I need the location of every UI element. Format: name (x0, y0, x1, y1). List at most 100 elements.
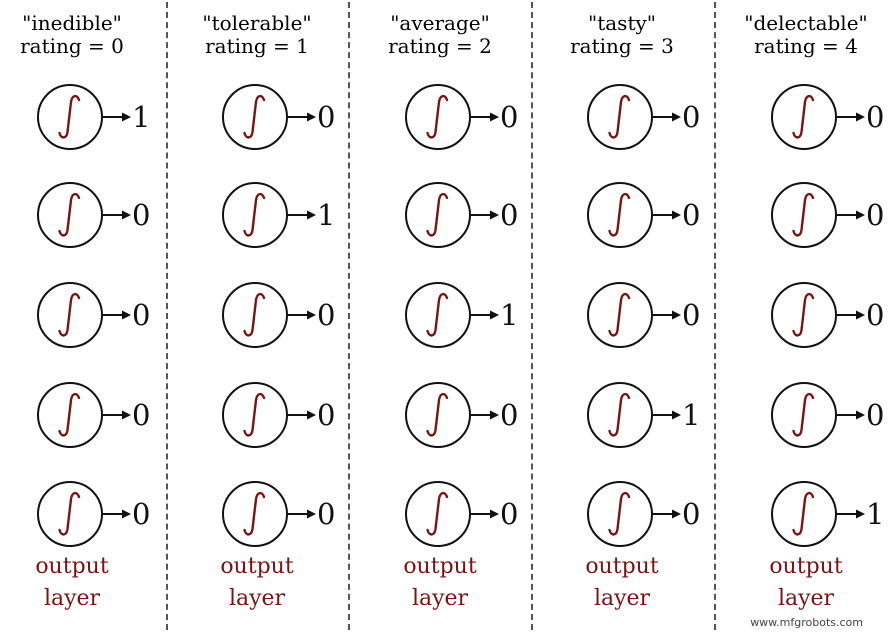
output-arrow-icon (288, 509, 316, 519)
column-title: "tasty"rating = 3 (537, 12, 707, 58)
output-arrow-icon (471, 310, 499, 320)
sigmoid-neuron (222, 182, 288, 248)
output-value: 0 (500, 100, 519, 134)
column-title: "delectable"rating = 4 (721, 12, 891, 58)
output-value: 0 (866, 398, 885, 432)
output-arrow-icon (103, 509, 131, 519)
sigmoid-neuron (771, 84, 837, 150)
rating-value: rating = 4 (754, 34, 858, 58)
sigmoid-neuron (222, 382, 288, 448)
sigmoid-neuron (405, 382, 471, 448)
integral-sigmoid-icon (243, 491, 266, 536)
integral-sigmoid-icon (608, 292, 631, 337)
column-divider (714, 2, 716, 630)
integral-sigmoid-icon (426, 192, 449, 237)
output-value: 0 (132, 298, 151, 332)
output-value: 1 (132, 100, 151, 134)
output-value: 0 (500, 497, 519, 531)
output-value: 0 (866, 198, 885, 232)
integral-sigmoid-icon (426, 392, 449, 437)
integral-sigmoid-icon (608, 192, 631, 237)
column-divider (166, 2, 168, 630)
layer-label: output layer (0, 551, 157, 615)
output-arrow-icon (103, 210, 131, 220)
column-title: "tolerable"rating = 1 (172, 12, 342, 58)
output-arrow-icon (837, 509, 865, 519)
integral-sigmoid-icon (58, 292, 81, 337)
integral-sigmoid-icon (426, 292, 449, 337)
sigmoid-neuron (587, 382, 653, 448)
integral-sigmoid-icon (243, 192, 266, 237)
output-value: 0 (682, 198, 701, 232)
layer-label-line1: output (35, 554, 109, 579)
rating-name: "average" (390, 11, 490, 35)
output-value: 0 (132, 497, 151, 531)
rating-name: "inedible" (22, 11, 122, 35)
sigmoid-neuron (222, 282, 288, 348)
integral-sigmoid-icon (58, 94, 81, 139)
output-arrow-icon (471, 410, 499, 420)
output-arrow-icon (288, 210, 316, 220)
output-arrow-icon (288, 410, 316, 420)
layer-label-line1: output (585, 554, 659, 579)
output-value: 1 (866, 497, 885, 531)
output-arrow-icon (837, 410, 865, 420)
output-arrow-icon (288, 310, 316, 320)
output-value: 0 (500, 398, 519, 432)
layer-label: output layer (537, 551, 707, 615)
output-value: 1 (317, 198, 336, 232)
sigmoid-neuron (771, 182, 837, 248)
sigmoid-neuron (222, 84, 288, 150)
output-arrow-icon (653, 410, 681, 420)
rating-value: rating = 0 (20, 34, 124, 58)
integral-sigmoid-icon (792, 292, 815, 337)
output-value: 0 (317, 100, 336, 134)
output-value: 0 (682, 497, 701, 531)
output-arrow-icon (103, 410, 131, 420)
rating-value: rating = 2 (388, 34, 492, 58)
layer-label-line2: layer (593, 586, 651, 611)
output-arrow-icon (103, 310, 131, 320)
sigmoid-neuron (771, 481, 837, 547)
rating-name: "delectable" (744, 11, 868, 35)
output-arrow-icon (837, 112, 865, 122)
sigmoid-neuron (405, 182, 471, 248)
output-arrow-icon (653, 509, 681, 519)
rating-column: "inedible"rating = 0 1 0 0 0 0 output layer (0, 0, 157, 635)
sigmoid-neuron (587, 182, 653, 248)
integral-sigmoid-icon (243, 392, 266, 437)
output-arrow-icon (653, 210, 681, 220)
output-value: 0 (132, 198, 151, 232)
layer-label-line2: layer (777, 586, 835, 611)
column-title: "average"rating = 2 (355, 12, 525, 58)
sigmoid-neuron (37, 182, 103, 248)
integral-sigmoid-icon (58, 491, 81, 536)
sigmoid-neuron (405, 481, 471, 547)
rating-name: "tolerable" (202, 11, 312, 35)
sigmoid-neuron (37, 84, 103, 150)
watermark: www.mfgrobots.com (750, 616, 863, 629)
integral-sigmoid-icon (608, 491, 631, 536)
output-value: 0 (682, 298, 701, 332)
output-value: 0 (866, 298, 885, 332)
output-value: 0 (317, 298, 336, 332)
sigmoid-neuron (587, 481, 653, 547)
layer-label-line1: output (403, 554, 477, 579)
sigmoid-neuron (587, 84, 653, 150)
output-value: 0 (866, 100, 885, 134)
rating-value: rating = 1 (205, 34, 309, 58)
output-arrow-icon (471, 210, 499, 220)
column-divider (348, 2, 350, 630)
layer-label-line2: layer (43, 586, 101, 611)
output-value: 0 (132, 398, 151, 432)
output-arrow-icon (103, 112, 131, 122)
sigmoid-neuron (37, 282, 103, 348)
layer-label-line2: layer (411, 586, 469, 611)
layer-label-line2: layer (228, 586, 286, 611)
output-value: 0 (682, 100, 701, 134)
